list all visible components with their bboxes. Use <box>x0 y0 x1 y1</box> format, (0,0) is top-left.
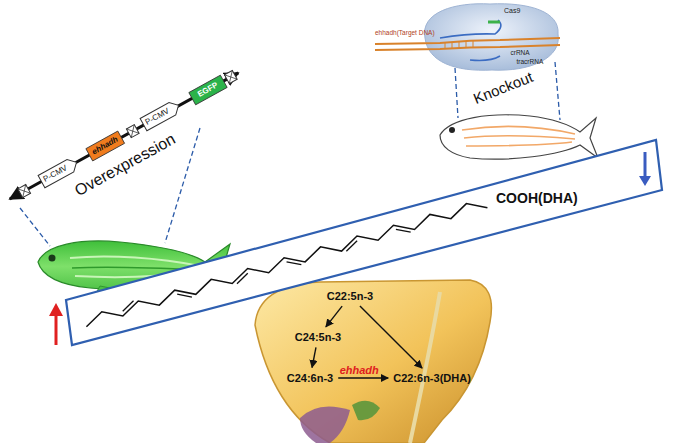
method-label: Knockout <box>471 68 535 107</box>
pathway-arrow <box>338 377 388 378</box>
method-label: Overexpression <box>72 130 179 200</box>
molecule-name: COOH(DHA) <box>496 190 578 206</box>
liver-illustration <box>255 280 491 443</box>
pathway-arrow <box>326 306 342 327</box>
leader-line <box>455 68 458 118</box>
metabolite-name: C24:6n-3 <box>287 372 333 385</box>
molecule-band: COOH(DHA) <box>66 140 662 345</box>
promoter-element: P-CMV <box>140 100 182 132</box>
gene-element: EGFP <box>188 75 226 105</box>
band-outline <box>66 140 662 345</box>
metabolite-node: C24:6n-3 <box>284 370 336 387</box>
leader-line <box>555 62 560 120</box>
target-label: ehhadh(Target DNA) <box>375 29 435 36</box>
protein-label: Cas9 <box>504 7 520 15</box>
metabolite-name: C22:6n-3(DHA) <box>393 372 471 385</box>
crispr-cas9-schematic <box>375 4 560 70</box>
metabolite-node: C22:5n-3 <box>324 288 376 305</box>
pathway-arrow <box>312 347 316 367</box>
plasmid-construct <box>7 69 240 204</box>
increase-arrow <box>49 303 63 345</box>
pathway-arrow <box>360 306 422 368</box>
enzyme-label: ehhadh <box>340 364 379 376</box>
metabolite-name: C24:5n-3 <box>295 331 341 344</box>
metabolite-node: C24:5n-3 <box>292 329 344 346</box>
metabolite-name: C22:5n-3 <box>327 290 373 303</box>
rna-label: crRNA <box>511 49 530 56</box>
zebrafish-knockout <box>440 115 598 159</box>
metabolite-node: C22:6n-3(DHA) <box>390 370 474 387</box>
leader-line <box>20 208 50 246</box>
rna-label: tracrRNA <box>517 58 544 65</box>
